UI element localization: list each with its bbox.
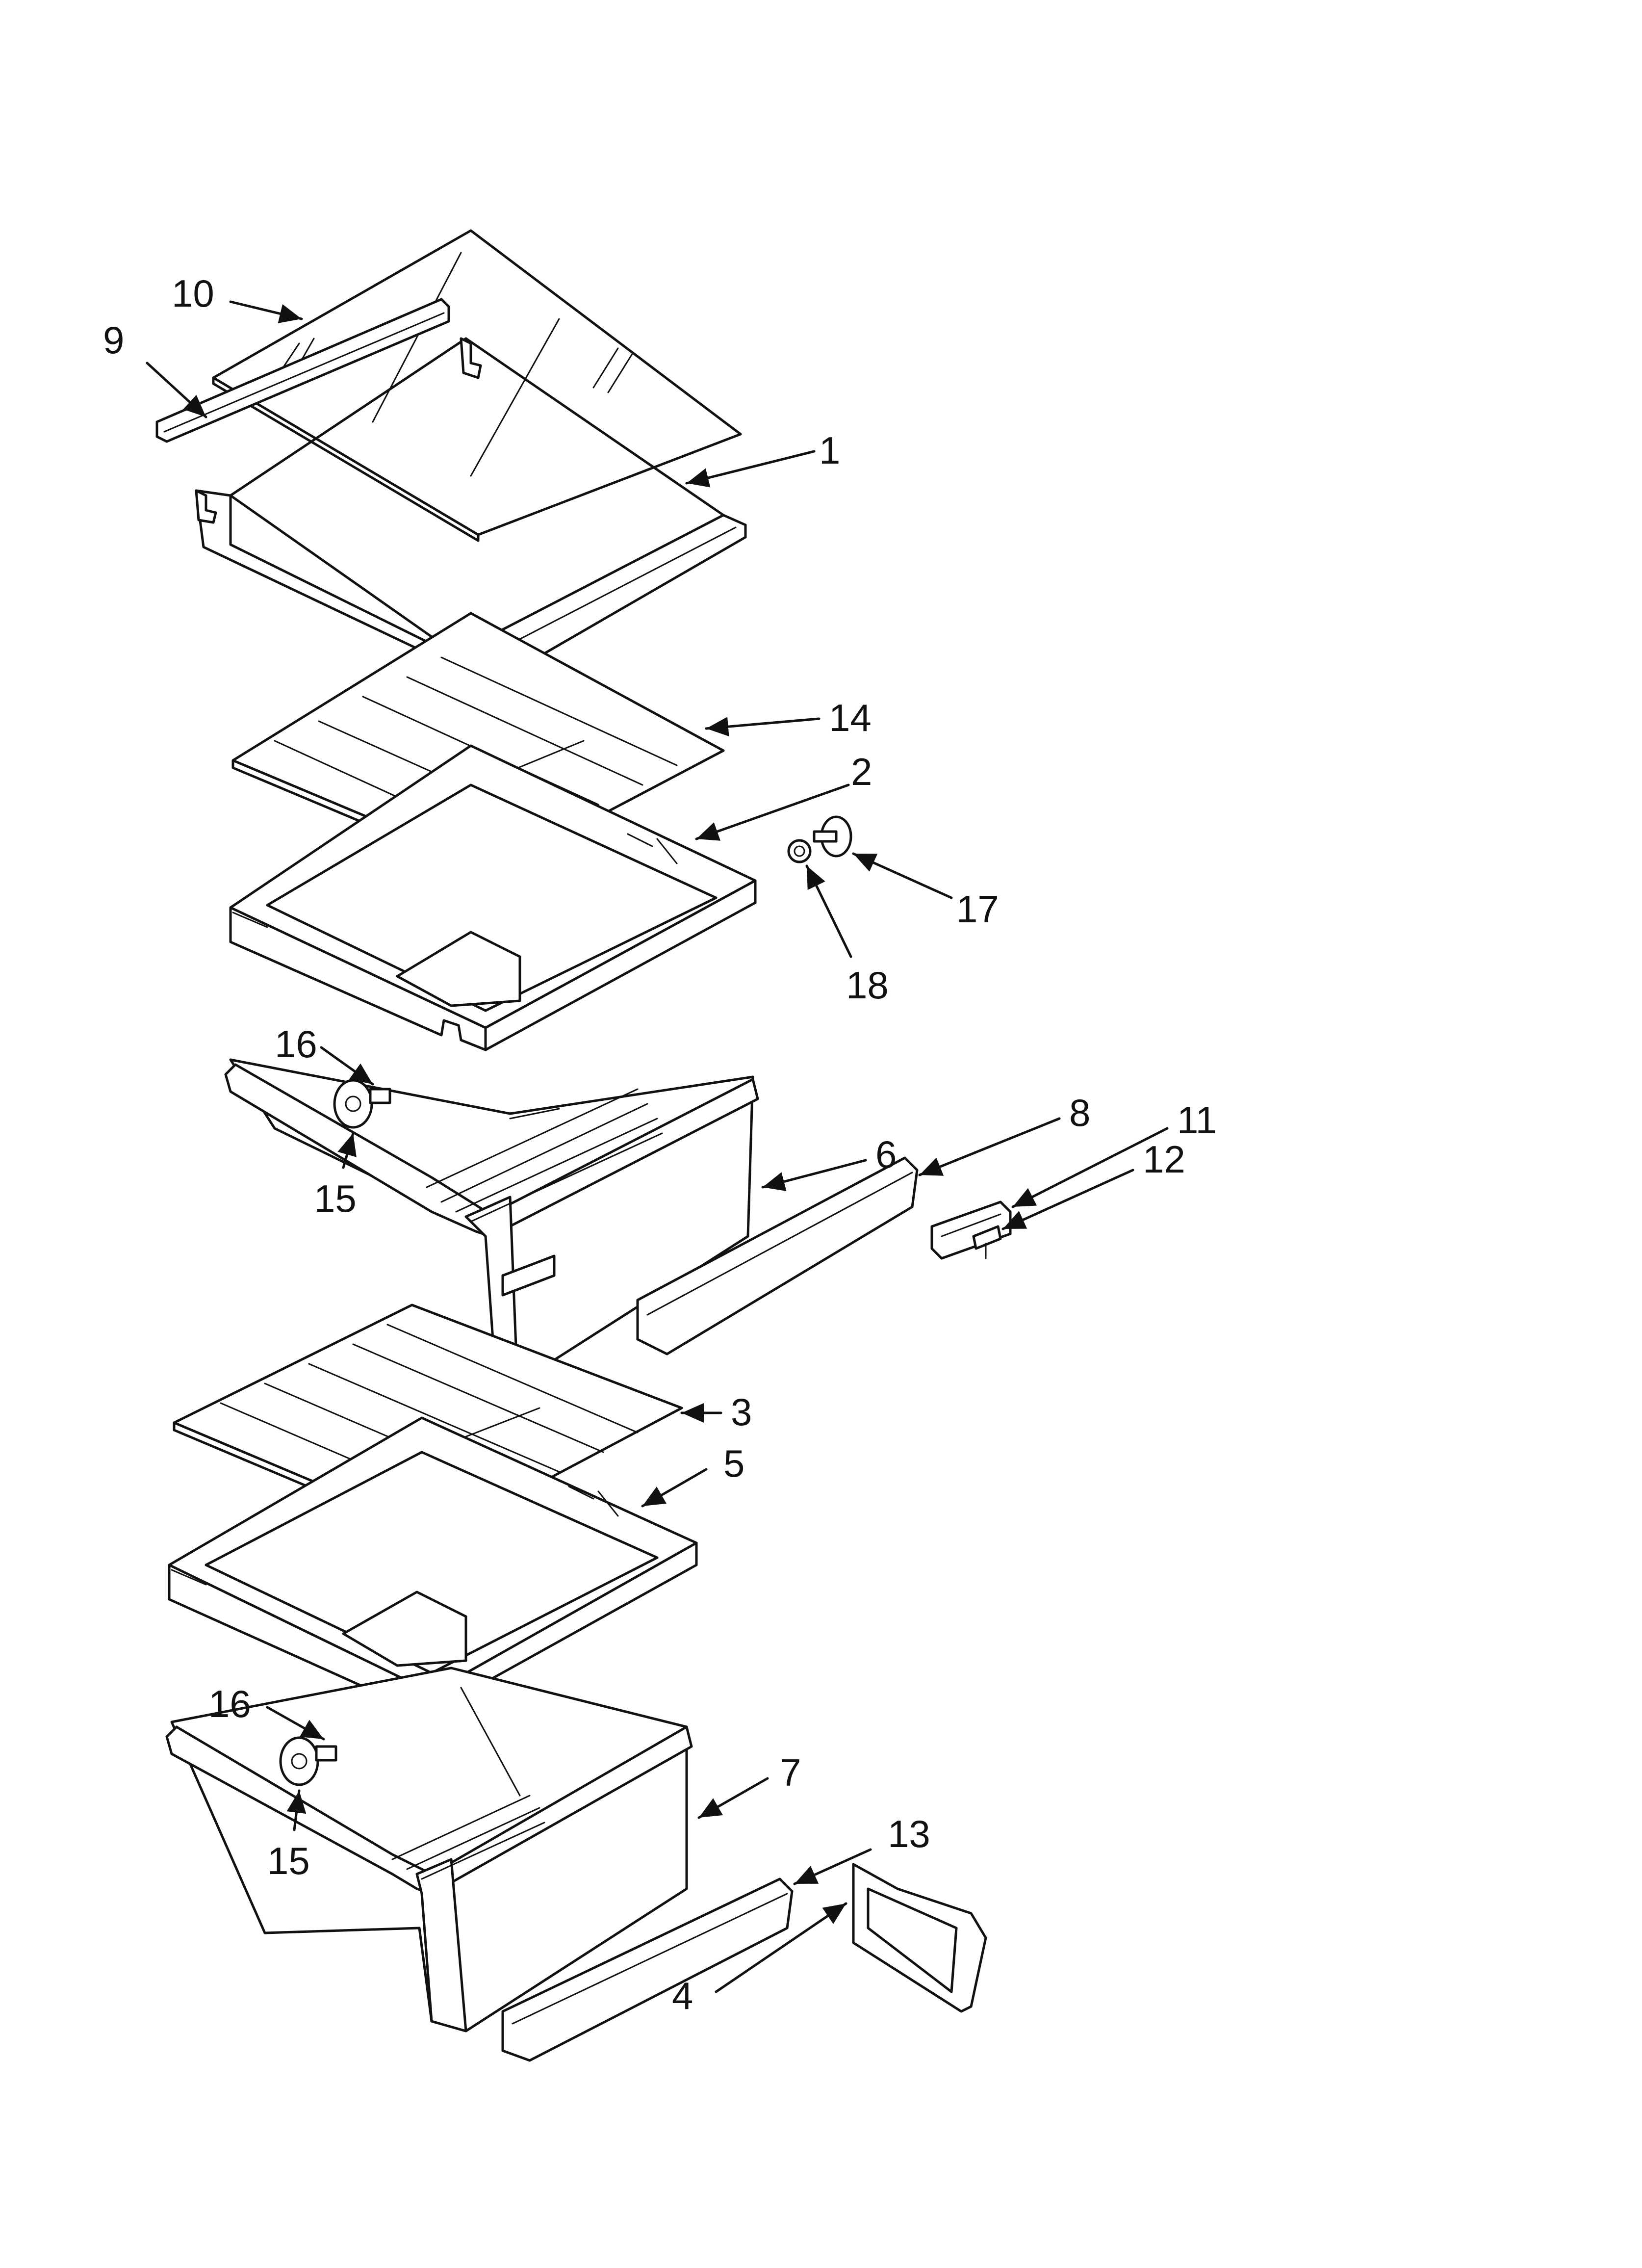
roller-screw-upper	[787, 839, 812, 863]
drawer-roller-upper	[333, 1079, 391, 1129]
drawer-grille-lower	[391, 1795, 545, 1880]
leader-14	[705, 717, 821, 737]
callout-16b: 16	[208, 1682, 251, 1725]
leader-10	[229, 300, 303, 323]
callout-12: 12	[1143, 1138, 1185, 1181]
roller-wheel-upper	[813, 815, 852, 858]
callout-18: 18	[846, 964, 889, 1007]
callout-15a: 15	[314, 1177, 357, 1220]
drawer-grille-upper	[426, 1088, 663, 1223]
leader-16a	[320, 1046, 374, 1086]
drawer-trim-upper	[636, 1156, 919, 1356]
leader-13	[793, 1848, 872, 1885]
label-frame	[852, 1863, 987, 2013]
callout-16a: 16	[275, 1022, 317, 1066]
leader-5	[641, 1468, 708, 1508]
crisper-cover-frame-upper	[229, 744, 757, 1051]
drawer-roller-lower	[279, 1736, 337, 1786]
callout-14: 14	[829, 696, 872, 739]
leader-17	[852, 852, 953, 899]
callout-7: 7	[780, 1751, 801, 1794]
label-clip	[972, 1225, 1002, 1259]
leader-9	[146, 362, 207, 418]
callout-6: 6	[875, 1133, 897, 1176]
callout-4: 4	[672, 1974, 693, 2017]
leader-7	[697, 1777, 769, 1819]
glass-shelf-panel	[212, 229, 742, 542]
leader-4	[715, 1902, 847, 1993]
leader-2	[695, 783, 850, 841]
leader-15b	[286, 1789, 307, 1831]
crisper-cover-frame-lower	[168, 1416, 698, 1714]
callout-13: 13	[888, 1812, 930, 1855]
callout-8: 8	[1069, 1091, 1090, 1134]
label-holder	[930, 1200, 1012, 1260]
leader-12	[1001, 1169, 1134, 1230]
callout-10: 10	[172, 272, 214, 315]
drawer-trim-lower	[501, 1877, 794, 2062]
callout-9: 9	[103, 318, 124, 362]
leader-lines	[146, 300, 1169, 1993]
leader-8	[918, 1117, 1061, 1176]
leader-18	[805, 864, 852, 958]
leader-11	[1011, 1127, 1169, 1208]
leader-1	[685, 450, 816, 488]
shelf-front-trim	[155, 298, 450, 443]
callout-3: 3	[731, 1390, 752, 1434]
crisper-drawer-upper	[224, 1058, 759, 1385]
leader-15a	[337, 1132, 357, 1169]
leader-16b	[266, 1706, 325, 1741]
callout-1: 1	[819, 429, 840, 472]
callout-15b: 15	[267, 1839, 310, 1882]
callout-5: 5	[723, 1442, 744, 1485]
callout-17: 17	[956, 887, 999, 931]
leader-6	[761, 1159, 867, 1191]
callout-2: 2	[851, 750, 872, 793]
callout-11: 11	[1177, 1098, 1217, 1142]
callout-labels: 1 2 3 4 5 6 7 8 9 10 11 12 13 14 15 16 1…	[103, 272, 1217, 2017]
